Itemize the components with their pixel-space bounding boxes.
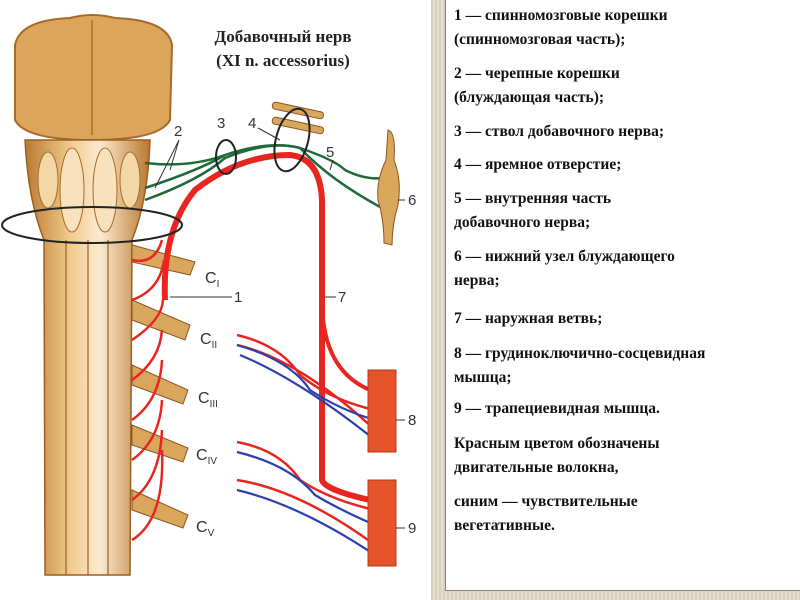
foramen-magnum-ring	[1, 206, 183, 244]
trunk-ring-3	[215, 139, 237, 175]
inferior-vagal-ganglion	[377, 129, 400, 246]
label-c2: CII	[200, 331, 217, 351]
diagram-title: Добавочный нерв	[214, 27, 352, 46]
sternocleidomastoid-muscle	[367, 369, 397, 453]
label-c4: CIV	[196, 447, 217, 467]
label-3: 3	[217, 115, 225, 132]
sensory-fibers	[236, 343, 376, 556]
accessory-nerve-diagram: 2 3 4 5 6 1 7 8 9 CI CII CIII CIV CV	[1, 14, 416, 576]
legend-item-3: 3 — ствол добавочного нерва;	[454, 123, 664, 140]
cranial-roots	[144, 143, 383, 210]
legend-item-7: 7 — наружная ветвь;	[454, 310, 603, 327]
legend-item-1: 1 — спинномозговые корешки(спинномозгова…	[454, 7, 668, 48]
label-4: 4	[248, 115, 256, 132]
brainstem-pons	[14, 14, 174, 142]
label-8: 8	[408, 412, 416, 429]
label-1: 1	[234, 289, 242, 306]
diagram-subtitle: (XI n. accessorius)	[216, 51, 350, 70]
legend-item-2: 2 — черепные корешки(блуждающая часть);	[454, 65, 620, 106]
label-c1: CI	[205, 270, 219, 290]
legend-item-9: 9 — трапециевидная мышца.	[454, 400, 660, 417]
label-6: 6	[408, 192, 416, 209]
trapezius-muscle	[367, 479, 397, 567]
jugular-foramen-structures	[271, 101, 324, 135]
label-7: 7	[338, 289, 346, 306]
label-5: 5	[326, 144, 334, 161]
jugular-ring-4	[273, 107, 311, 173]
legend-item-4: 4 — яремное отверстие;	[454, 156, 622, 173]
label-9: 9	[408, 520, 416, 537]
label-c5: CV	[196, 519, 215, 539]
spinal-cord-columns	[65, 240, 109, 575]
label-2: 2	[174, 123, 182, 140]
label-c3: CIII	[198, 390, 218, 410]
legend-panel: 1 — спинномозговые корешки(спинномозгова…	[445, 0, 800, 591]
